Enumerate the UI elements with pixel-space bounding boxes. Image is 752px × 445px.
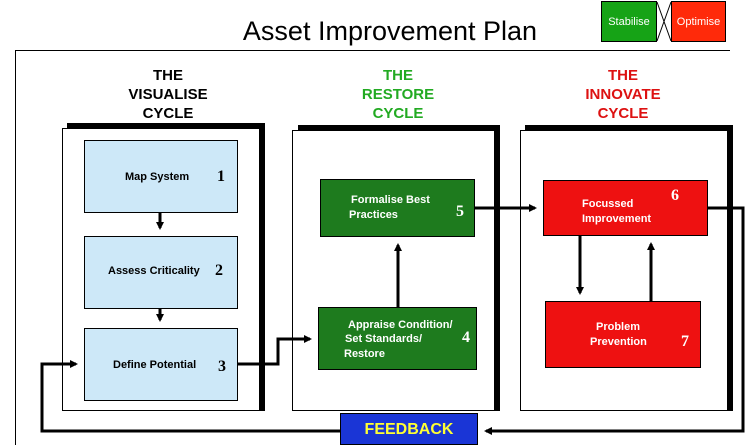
step-problem-prevention: Problem Prevention 7 xyxy=(545,301,701,368)
step-map-system-label: Map System xyxy=(125,171,190,183)
step-assess-criticality: Assess Criticality 2 xyxy=(84,236,238,309)
feedback-label: FEEDBACK xyxy=(364,421,454,438)
frame-left-line xyxy=(15,50,16,445)
step-2-number: 2 xyxy=(215,262,223,279)
step-5-line2: Practices xyxy=(349,209,398,221)
innovate-panel xyxy=(520,130,728,411)
restore-heading-line2: RESTORE xyxy=(361,86,435,103)
innovate-heading-line2: INNOVATE xyxy=(585,86,661,103)
step-formalise-best-practices: Formalise Best Practices 5 xyxy=(320,179,475,237)
step-4-line3: Restore xyxy=(344,348,385,360)
step-6-number: 6 xyxy=(671,187,679,204)
step-define-potential-label: Define Potential xyxy=(113,359,197,371)
innovate-cycle-heading: THE INNOVATE CYCLE xyxy=(563,66,683,123)
restore-cycle-heading: THE RESTORE CYCLE xyxy=(338,66,458,123)
feedback-box: FEEDBACK xyxy=(340,413,478,445)
visualise-heading-line1: THE xyxy=(153,67,183,84)
step-4-number: 4 xyxy=(462,329,470,346)
restore-heading-line1: THE xyxy=(383,67,413,84)
step-4-line1: Appraise Condition/ xyxy=(348,319,453,331)
legend-stabilise-label: Stabilise xyxy=(608,15,650,28)
step-7-number: 7 xyxy=(681,333,689,350)
visualise-cycle-heading: THE VISUALISE CYCLE xyxy=(108,66,228,123)
step-map-system: Map System 1 xyxy=(84,140,238,213)
step-4-line2: Set Standards/ xyxy=(345,333,423,345)
step-appraise-condition: Appraise Condition/ Set Standards/ Resto… xyxy=(318,307,477,370)
step-focussed-improvement: Focussed Improvement 6 xyxy=(543,180,708,236)
frame-top-line xyxy=(15,50,730,51)
step-1-number: 1 xyxy=(217,168,225,185)
step-assess-criticality-label: Assess Criticality xyxy=(108,265,200,277)
page-title: Asset Improvement Plan xyxy=(242,16,538,46)
step-3-number: 3 xyxy=(218,358,226,375)
legend-stabilise: Stabilise xyxy=(601,1,657,42)
step-7-line1: Problem xyxy=(596,321,641,333)
visualise-heading-line2: VISUALISE xyxy=(128,86,208,103)
innovate-heading-line3: CYCLE xyxy=(597,105,649,122)
visualise-heading-line3: CYCLE xyxy=(142,105,194,122)
step-6-line2: Improvement xyxy=(582,213,652,225)
step-7-line2: Prevention xyxy=(590,336,647,348)
step-6-line1: Focussed xyxy=(582,198,634,210)
legend-optimise: Optimise xyxy=(671,1,726,42)
legend-optimise-label: Optimise xyxy=(676,15,721,28)
innovate-heading-line1: THE xyxy=(608,67,638,84)
restore-heading-line3: CYCLE xyxy=(372,105,424,122)
step-define-potential: Define Potential 3 xyxy=(84,328,238,401)
step-5-number: 5 xyxy=(456,203,464,220)
step-5-line1: Formalise Best xyxy=(351,194,430,206)
